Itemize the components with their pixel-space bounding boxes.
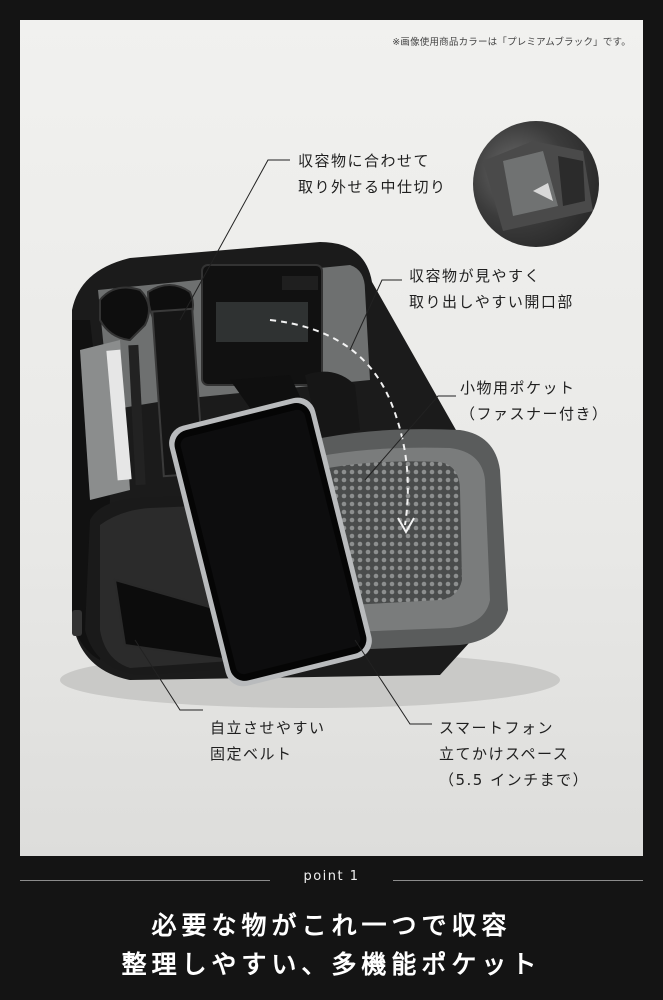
calculator-screen: [216, 302, 308, 342]
zipper-pull: [72, 610, 82, 636]
leader-opening: [349, 279, 402, 351]
leader-belt: [134, 639, 203, 711]
divider-detail-inset: [473, 121, 599, 247]
divider-line-left: [20, 880, 270, 881]
callout-pocket: 小物用ポケット （ファスナー付き）: [460, 379, 609, 423]
pen-white: [106, 349, 132, 481]
dashed-arrow: [269, 319, 409, 526]
callout-opening: 収容物が見やすく 取り出しやすい開口部: [409, 267, 574, 311]
clip: [305, 371, 360, 440]
headline-line-1: 必要な物がこれ一つで収容: [151, 911, 512, 940]
leader-phone: [354, 639, 432, 725]
callout-belt: 自立させやすい 固定ベルト: [210, 719, 326, 763]
headline-line-2: 整理しやすい、多機能ポケット: [121, 950, 542, 979]
leader-divider: [179, 159, 290, 321]
scissors: [99, 286, 150, 342]
callout-divider: 収容物に合わせて 取り外せる中仕切り: [298, 152, 447, 196]
pouch-illustration: [60, 159, 560, 725]
point-label: point 1: [303, 869, 360, 884]
product-photo-panel: ※画像使用商品カラーは「プレミアムブラック」です。: [20, 20, 643, 856]
color-note: ※画像使用商品カラーは「プレミアムブラック」です。: [392, 37, 631, 48]
pen-black: [128, 344, 146, 486]
leader-pocket: [364, 395, 456, 481]
divider-line-right: [393, 880, 643, 881]
callout-phone: スマートフォン 立てかけスペース （5.5 インチまで）: [439, 719, 590, 789]
smartphone: [169, 397, 372, 687]
